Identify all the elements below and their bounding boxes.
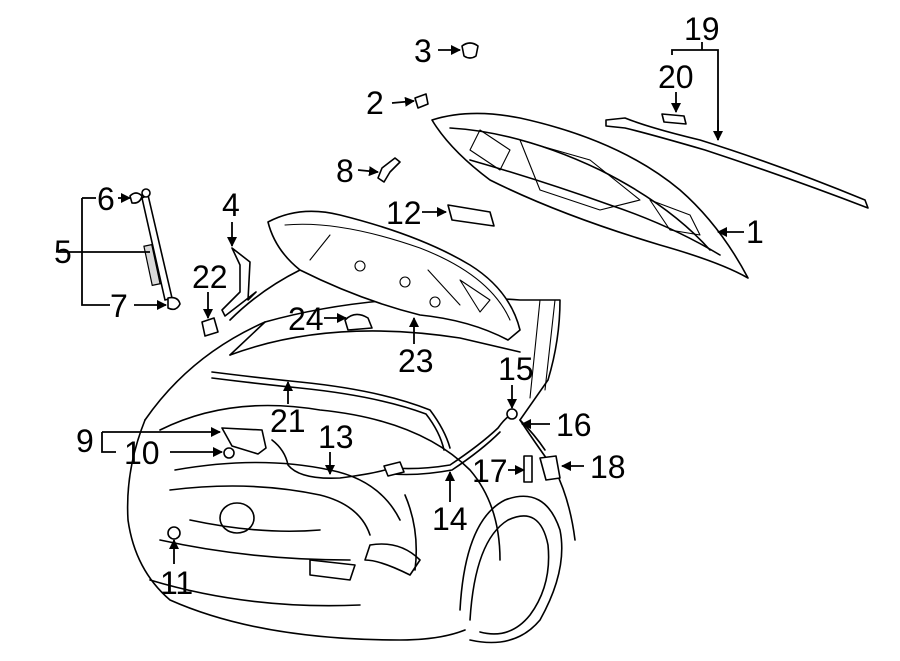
- callout-22: 22: [192, 259, 228, 295]
- callout-13: 13: [318, 419, 354, 455]
- lower-ball-stud: [167, 296, 181, 311]
- callout-labels: 1 2 3 4 5 6 7 8 9 10 11 12 13 14 15 16 1…: [54, 11, 764, 601]
- strut-assembly: [141, 188, 173, 301]
- release-cable: [271, 439, 386, 480]
- callout-15: 15: [498, 351, 534, 387]
- vehicle-front-body: [126, 269, 576, 644]
- part-12-handle: [447, 204, 495, 227]
- hood-seal: [605, 117, 869, 209]
- callout-7: 7: [110, 288, 128, 324]
- hood-panel: [431, 112, 749, 279]
- callout-20: 20: [658, 59, 694, 95]
- part-15-clip: [506, 408, 518, 420]
- latch-bumper-10: [223, 447, 235, 459]
- callout-18: 18: [590, 449, 626, 485]
- callout-23: 23: [398, 343, 434, 379]
- part-20-clip: [661, 113, 687, 125]
- part-18-handle: [539, 455, 561, 481]
- callout-2: 2: [366, 85, 384, 121]
- callout-24: 24: [288, 301, 324, 337]
- callout-12: 12: [386, 195, 422, 231]
- part-8-bolt: [377, 157, 401, 183]
- part-2-bolt: [414, 93, 429, 109]
- callout-8: 8: [336, 153, 354, 189]
- bumper-22: [201, 317, 219, 337]
- upper-ball-stud: [129, 192, 143, 204]
- part-24-bracket: [344, 313, 373, 331]
- callout-16: 16: [556, 407, 592, 443]
- callout-11: 11: [160, 565, 193, 601]
- release-cable-14: [391, 413, 513, 470]
- callout-14: 14: [432, 501, 468, 537]
- callout-17: 17: [472, 453, 508, 489]
- callout-6: 6: [97, 181, 115, 217]
- callout-9: 9: [76, 423, 94, 459]
- part-3-nut: [461, 42, 479, 59]
- prop-rod: [211, 371, 451, 449]
- callout-10: 10: [124, 435, 160, 471]
- hinge: [221, 247, 257, 317]
- callout-3: 3: [414, 33, 432, 69]
- part-17-lever: [523, 455, 533, 483]
- callout-4: 4: [222, 187, 240, 223]
- hood-insulator: [267, 210, 521, 341]
- hood-latch: [221, 427, 267, 455]
- leader-lines: [58, 42, 744, 564]
- callout-1: 1: [746, 214, 764, 250]
- grommet-11: [167, 526, 181, 540]
- callout-21: 21: [270, 403, 306, 439]
- callout-19: 19: [684, 11, 720, 47]
- callout-5: 5: [54, 234, 72, 270]
